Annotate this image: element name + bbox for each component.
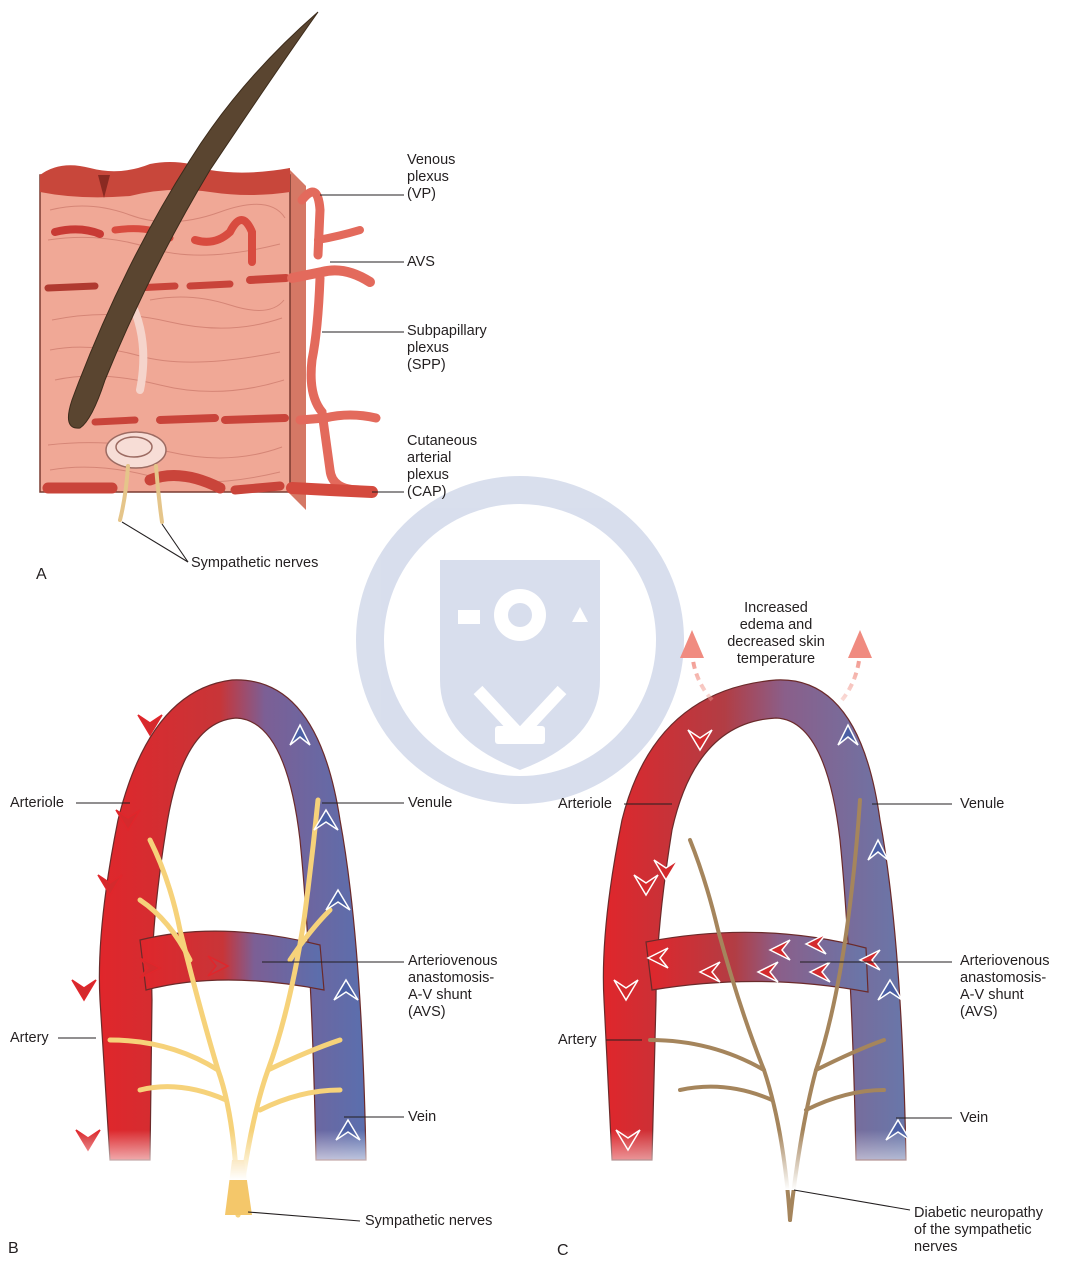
panel-c-illustration — [580, 630, 920, 1220]
label-venule-c: Venule — [960, 796, 1004, 813]
label-vein-b: Vein — [408, 1109, 436, 1126]
label-artery-b: Artery — [10, 1030, 49, 1047]
skin-block-illustration — [40, 12, 376, 522]
label-diabetic-neuropathy: Diabetic neuropathy of the sympathetic n… — [914, 1205, 1043, 1256]
label-vein-c: Vein — [960, 1110, 988, 1127]
label-av-shunt-b: Arteriovenous anastomosis- A-V shunt (AV… — [408, 953, 497, 1021]
label-arteriole-b: Arteriole — [10, 795, 64, 812]
label-sympathetic-nerves-b: Sympathetic nerves — [365, 1213, 492, 1230]
label-venule-b: Venule — [408, 795, 452, 812]
label-arteriole-c: Arteriole — [558, 796, 612, 813]
sweat-gland — [106, 432, 166, 468]
panel-letter-c: C — [557, 1242, 569, 1260]
panel-letter-b: B — [8, 1240, 19, 1258]
panel-b-illustration — [40, 680, 380, 1215]
panel-letter-a: A — [36, 566, 47, 584]
label-cutaneous-arterial-plexus: Cutaneous arterial plexus (CAP) — [407, 433, 477, 501]
label-venous-plexus: Venous plexus (VP) — [407, 152, 455, 203]
label-artery-c: Artery — [558, 1032, 597, 1049]
university-seal-watermark — [370, 490, 670, 790]
label-av-shunt-c: Arteriovenous anastomosis- A-V shunt (AV… — [960, 953, 1049, 1021]
label-subpapillary-plexus: Subpapillary plexus (SPP) — [407, 323, 487, 374]
label-avs: AVS — [407, 254, 435, 271]
label-increased-edema: Increased edema and decreased skin tempe… — [706, 600, 846, 668]
label-sympathetic-nerves-a: Sympathetic nerves — [191, 555, 318, 572]
